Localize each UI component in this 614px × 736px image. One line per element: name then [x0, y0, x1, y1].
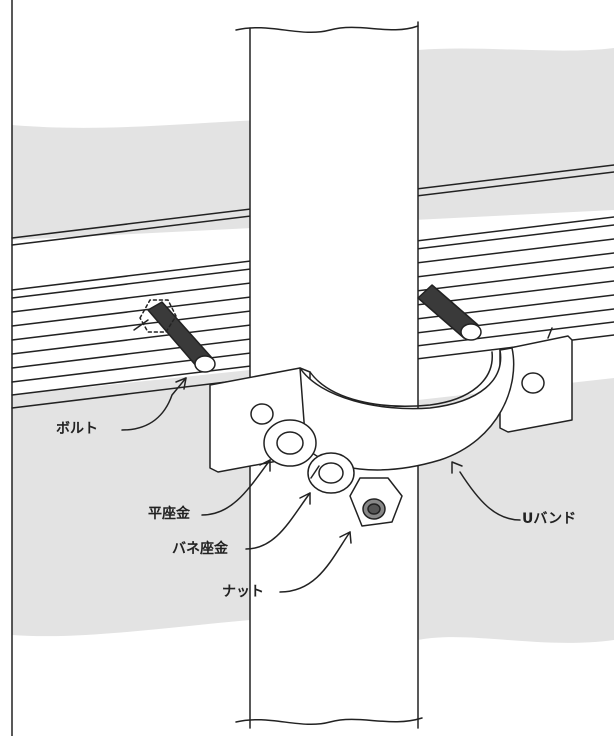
leader-bolt — [121, 377, 187, 431]
pole-top-break — [235, 25, 419, 34]
label-bolt: ボルト — [56, 421, 98, 437]
leader-spring-washer-arrow — [299, 492, 311, 505]
leader-nut-arrow — [339, 531, 352, 544]
u-band-left-hole — [250, 403, 274, 425]
u-band-right-hole — [521, 372, 545, 394]
wall-shade-lower-left — [12, 370, 250, 637]
leader-lines — [121, 377, 521, 593]
label-spring-washer: バネ座金 — [172, 541, 228, 557]
hex-nut — [349, 477, 403, 527]
left-bolt — [133, 299, 216, 373]
spring-washer — [307, 452, 355, 494]
leader-flat-washer — [201, 459, 271, 516]
leader-flat-washer-arrow — [259, 459, 271, 472]
leader-bolt-arrow — [175, 377, 187, 390]
u-band — [209, 327, 573, 473]
flat-washer — [263, 419, 317, 467]
right-bolt — [417, 284, 482, 341]
wall-shade-upper-right — [418, 48, 614, 130]
u-band-inner-curve — [309, 351, 493, 407]
label-flat-washer: 平座金 — [148, 506, 190, 522]
leader-spring-washer — [245, 492, 311, 550]
leader-nut — [279, 531, 351, 593]
leader-u-band-arrow — [451, 461, 463, 474]
u-band-right-flange — [499, 335, 573, 433]
pole-bottom-break — [235, 717, 423, 726]
label-u-band: Uバンド — [522, 511, 577, 527]
label-nut: ナット — [222, 584, 264, 600]
u-band-body-front — [299, 347, 515, 471]
leader-u-band — [459, 471, 521, 521]
